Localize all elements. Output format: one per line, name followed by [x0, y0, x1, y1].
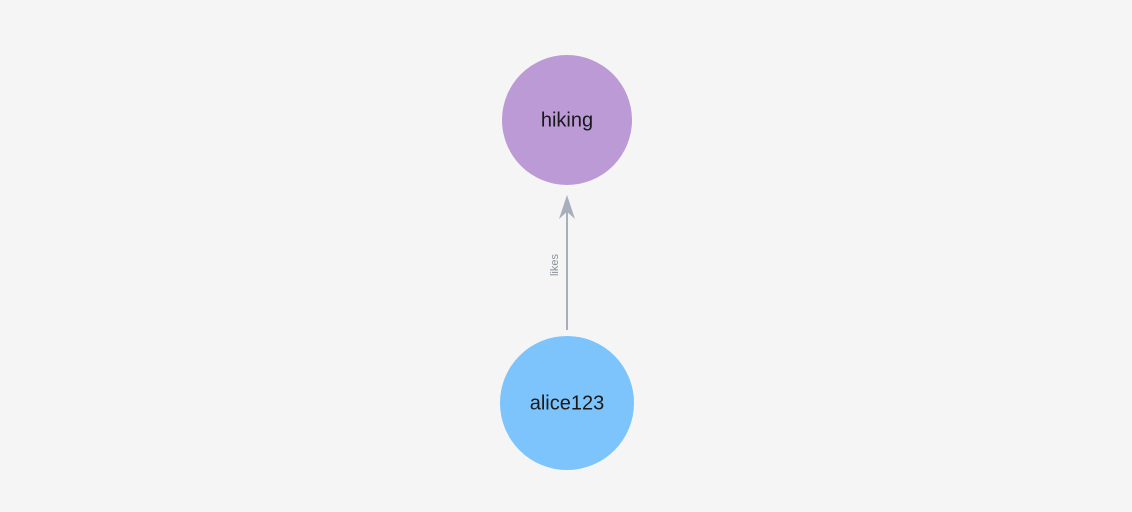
node-label-hiking: hiking — [541, 109, 593, 131]
edge-label-likes: likes — [549, 254, 561, 277]
node-circle-hiking[interactable] — [502, 55, 632, 185]
node-label-alice123: alice123 — [530, 392, 605, 414]
node-hiking[interactable]: hiking — [502, 55, 632, 185]
edge-alice123-likes-hiking[interactable]: likes — [549, 195, 575, 330]
node-alice123[interactable]: alice123 — [500, 336, 634, 470]
edge-arrowhead-icon — [559, 195, 575, 219]
node-circle-alice123[interactable] — [500, 336, 634, 470]
